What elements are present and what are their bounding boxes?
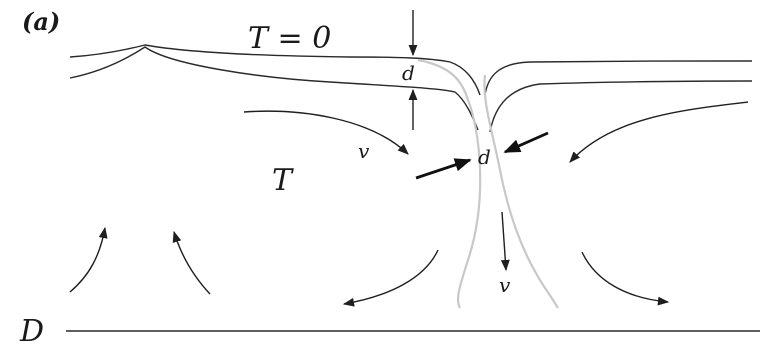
plume-outline-right <box>483 74 559 309</box>
lower-velocity-label: v <box>499 273 511 297</box>
upwelling-arrow-left <box>69 226 108 293</box>
upper-flow-arrow <box>243 110 409 155</box>
downflow-arrow <box>500 211 510 272</box>
surface-line-right <box>484 60 753 96</box>
top-thickness-label: d <box>402 61 415 85</box>
bottom-right-spread-arrow <box>581 251 670 306</box>
upper-velocity-label: v <box>358 139 370 163</box>
layer-base-line-left <box>69 46 479 131</box>
surface-temp-label: T = 0 <box>248 21 331 56</box>
bottom-left-spread-arrow <box>342 249 439 307</box>
panel-label: (a) <box>22 7 60 36</box>
depth-label: D <box>19 314 44 347</box>
interior-temp-label: T <box>272 163 294 198</box>
surface-line-left <box>69 44 481 96</box>
plume-thickness-arrow-left <box>415 158 472 180</box>
plume-outline-left <box>417 58 482 309</box>
plume-thickness-label: d <box>478 145 491 169</box>
upwelling-arrow-right <box>172 230 211 295</box>
layer-base-line-right <box>489 80 753 133</box>
right-return-arrow <box>569 101 749 163</box>
plume-thickness-arrow-right <box>503 131 549 154</box>
